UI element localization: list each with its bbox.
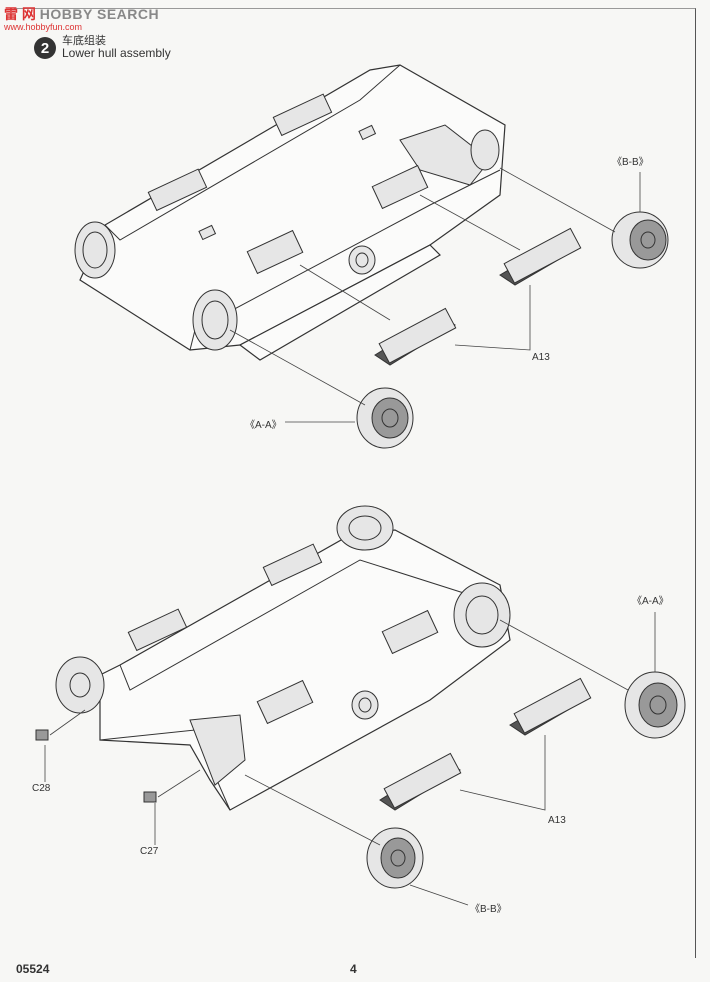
- callout-c28: C28: [32, 783, 51, 794]
- top-bogie-a13-front: [374, 307, 457, 366]
- part-c27: [143, 791, 157, 803]
- watermark-logo: 雷 网 HOBBY SEARCH: [4, 4, 159, 24]
- bottom-upper-suspension-units: [127, 543, 323, 652]
- step-title-chinese: 车底组装: [62, 35, 106, 47]
- product-code: 05524: [16, 962, 50, 976]
- callout-aa-bottom: 《A-A》: [632, 596, 669, 607]
- bottom-lower-hull: [99, 529, 511, 811]
- callout-bb-top: 《B-B》: [612, 157, 649, 168]
- callout-aa-top: 《A-A》: [245, 420, 282, 431]
- top-sprocket-aa: [356, 387, 414, 449]
- bottom-leader-lines: [44, 612, 656, 906]
- callout-a13-top: A13: [532, 352, 550, 363]
- top-leader-lines: [229, 167, 641, 423]
- watermark-right-text: HOBBY SEARCH: [39, 6, 160, 22]
- bottom-road-wheel-bb: [366, 827, 424, 889]
- step-title-english: Lower hull assembly: [62, 46, 171, 60]
- callout-c27: C27: [140, 846, 159, 857]
- page-border: [14, 8, 696, 958]
- bottom-sprocket-aa: [624, 671, 686, 739]
- watermark-url: www.hobbyfun.com: [4, 22, 83, 32]
- callout-a13-bottom: A13: [548, 815, 566, 826]
- top-road-wheel-bb: [611, 211, 669, 269]
- bottom-idler-wheel: [351, 690, 379, 720]
- watermark-left-text: 雷 网: [4, 6, 36, 22]
- bottom-bogie-a13-front: [379, 752, 462, 811]
- top-lower-hull: [74, 64, 506, 361]
- bottom-bogie-a13-rear: [509, 677, 592, 736]
- bottom-rear-road-wheel: [55, 656, 105, 714]
- top-mounted-bogie-brackets: [246, 164, 429, 275]
- bottom-mounted-bogie-brackets: [256, 609, 439, 725]
- page-number: 4: [350, 962, 357, 976]
- step-number-badge: 2: [34, 37, 56, 59]
- bottom-track-sections: [336, 505, 394, 551]
- top-idler-wheel: [348, 245, 376, 275]
- callout-bb-bottom: 《B-B》: [470, 904, 507, 915]
- top-bogie-a13-rear: [499, 227, 582, 286]
- part-c28: [35, 729, 49, 741]
- top-upper-suspension-units: [147, 93, 333, 212]
